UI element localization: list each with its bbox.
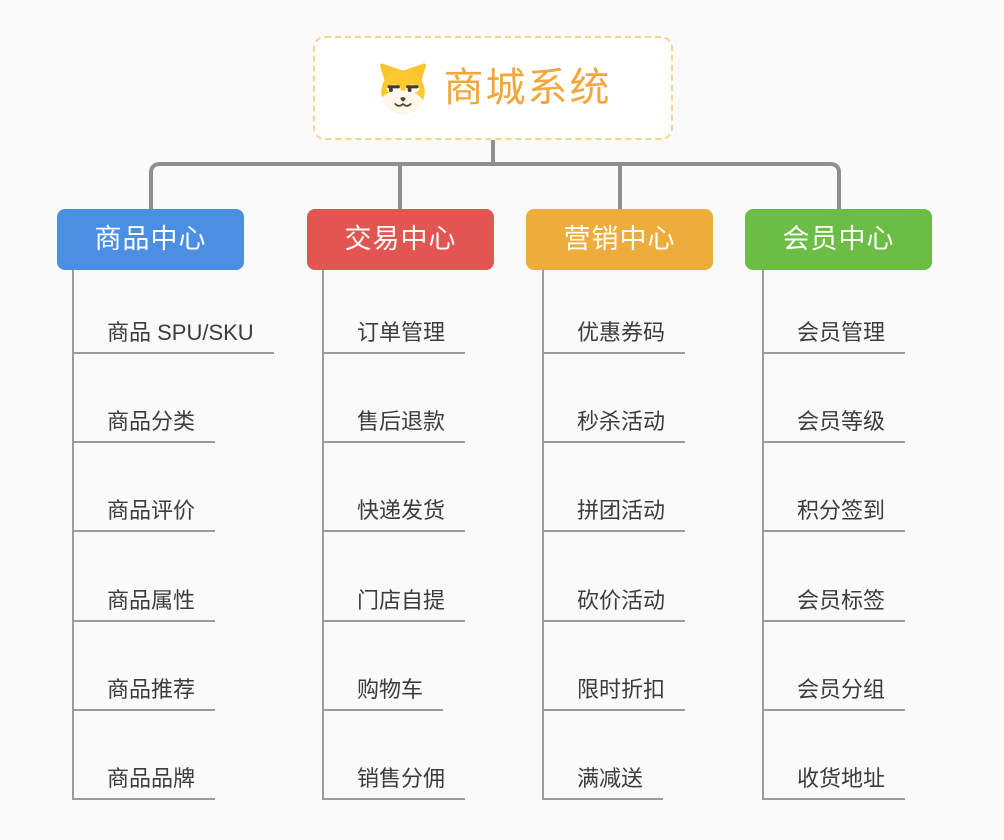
leaf-node[interactable]: 快递发货 (322, 496, 466, 532)
root-node[interactable]: 商城系统 (313, 36, 673, 140)
leaf-node[interactable]: 商品评价 (72, 496, 216, 532)
leaf-node[interactable]: 砍价活动 (542, 586, 686, 622)
leaf-node[interactable]: 订单管理 (322, 318, 466, 354)
branch-node-4[interactable]: 会员中心 (745, 209, 932, 270)
leaf-node[interactable]: 商品品牌 (72, 764, 216, 800)
leaf-node[interactable]: 商品属性 (72, 586, 216, 622)
leaf-node[interactable]: 购物车 (322, 675, 444, 711)
leaf-node[interactable]: 门店自提 (322, 586, 466, 622)
branch-label: 交易中心 (344, 224, 457, 254)
leaf-node[interactable]: 拼团活动 (542, 496, 686, 532)
connector-drop-2 (398, 164, 402, 209)
leaf-node[interactable]: 会员标签 (762, 586, 906, 622)
leaf-node[interactable]: 商品 SPU/SKU (72, 318, 274, 354)
leaf-node[interactable]: 限时折扣 (542, 675, 686, 711)
leaf-node[interactable]: 售后退款 (322, 407, 466, 443)
branch-label: 营销中心 (563, 224, 676, 254)
branch-trunk-line (72, 270, 74, 800)
leaf-node[interactable]: 销售分佣 (322, 764, 466, 800)
root-title: 商城系统 (443, 66, 612, 110)
leaf-node[interactable]: 优惠券码 (542, 318, 686, 354)
leaf-node[interactable]: 商品推荐 (72, 675, 216, 711)
leaf-node[interactable]: 会员管理 (762, 318, 906, 354)
branch-node-1[interactable]: 商品中心 (57, 209, 244, 270)
leaf-node[interactable]: 满减送 (542, 764, 664, 800)
leaf-node[interactable]: 收货地址 (762, 764, 906, 800)
leaf-node[interactable]: 秒杀活动 (542, 407, 686, 443)
branch-trunk-line (322, 270, 324, 800)
connector-root-stem (491, 140, 495, 164)
branch-node-3[interactable]: 营销中心 (526, 209, 713, 270)
connector-bracket (149, 162, 841, 213)
branch-node-2[interactable]: 交易中心 (307, 209, 494, 270)
branch-trunk-line (542, 270, 544, 800)
leaf-node[interactable]: 商品分类 (72, 407, 216, 443)
branch-trunk-line (762, 270, 764, 800)
branch-label: 会员中心 (782, 224, 895, 254)
leaf-node[interactable]: 积分签到 (762, 496, 906, 532)
branch-label: 商品中心 (94, 224, 207, 254)
leaf-node[interactable]: 会员等级 (762, 407, 906, 443)
shiba-dog-icon (375, 60, 431, 116)
connector-drop-3 (618, 164, 622, 209)
leaf-node[interactable]: 会员分组 (762, 675, 906, 711)
